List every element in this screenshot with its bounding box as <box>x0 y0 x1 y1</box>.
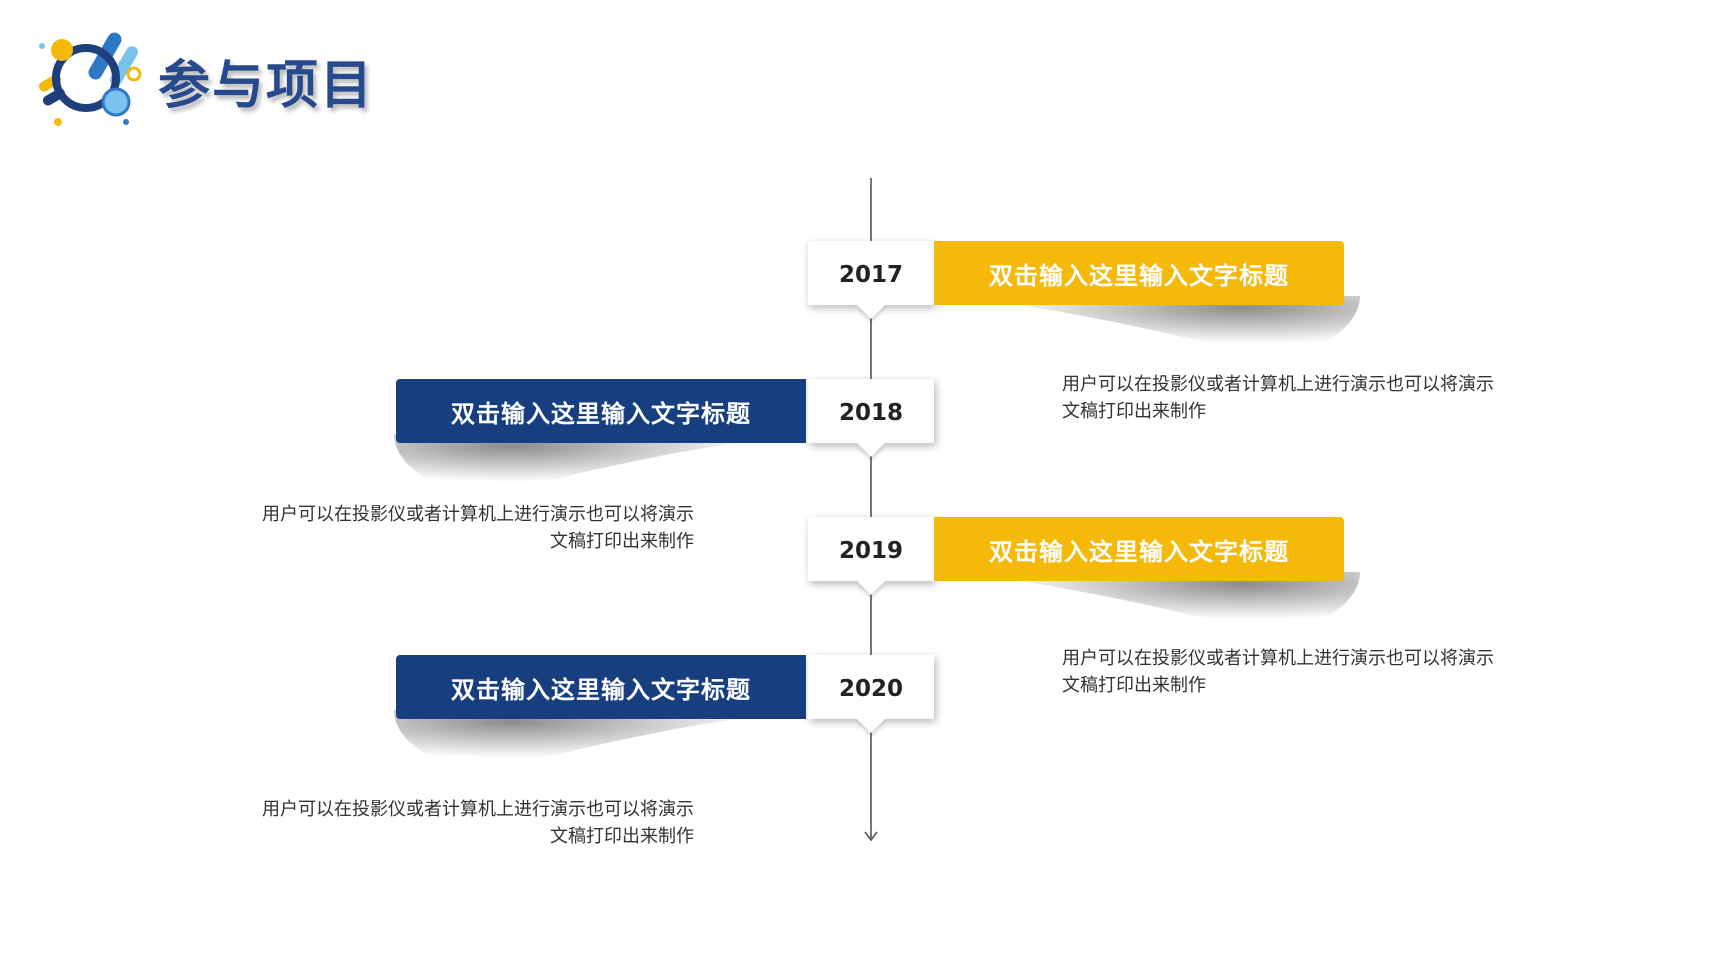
year-marker-2017: 2017 <box>808 241 934 305</box>
description-line: 用户可以在投影仪或者计算机上进行演示也可以将演示 <box>1062 648 1494 669</box>
timeline-description-2018: 用户可以在投影仪或者计算机上进行演示也可以将演示 文稿打印出来制作 <box>254 501 694 555</box>
magnifier-logo-icon <box>38 32 142 126</box>
year-marker-2019: 2019 <box>808 517 934 581</box>
bar-shadow <box>940 572 1360 632</box>
year-marker-2018: 2018 <box>808 379 934 443</box>
timeline-description-2020: 用户可以在投影仪或者计算机上进行演示也可以将演示 文稿打印出来制作 <box>254 796 694 850</box>
timeline-title: 双击输入这里输入文字标题 <box>989 261 1289 290</box>
arrow-down-icon <box>864 831 878 842</box>
timeline-description-2019: 用户可以在投影仪或者计算机上进行演示也可以将演示 文稿打印出来制作 <box>1062 645 1502 699</box>
bar-shadow <box>394 434 814 494</box>
timeline-title-bar-2019[interactable]: 双击输入这里输入文字标题 <box>934 517 1344 581</box>
timeline-title: 双击输入这里输入文字标题 <box>451 399 751 428</box>
bar-shadow <box>940 296 1360 356</box>
timeline-axis <box>870 178 872 838</box>
description-line: 用户可以在投影仪或者计算机上进行演示也可以将演示 <box>262 504 694 525</box>
timeline-title-bar-2017[interactable]: 双击输入这里输入文字标题 <box>934 241 1344 305</box>
year-marker-2020: 2020 <box>808 655 934 719</box>
description-line: 用户可以在投影仪或者计算机上进行演示也可以将演示 <box>1062 374 1494 395</box>
year-label: 2017 <box>838 262 903 288</box>
timeline-title-bar-2020[interactable]: 双击输入这里输入文字标题 <box>396 655 806 719</box>
description-line: 文稿打印出来制作 <box>1062 675 1206 696</box>
timeline-title: 双击输入这里输入文字标题 <box>451 675 751 704</box>
bar-shadow <box>394 710 814 770</box>
description-line: 文稿打印出来制作 <box>550 531 694 552</box>
description-line: 用户可以在投影仪或者计算机上进行演示也可以将演示 <box>262 799 694 820</box>
page-title: 参与项目 <box>158 56 375 116</box>
timeline-title-bar-2018[interactable]: 双击输入这里输入文字标题 <box>396 379 806 443</box>
timeline-description-2017: 用户可以在投影仪或者计算机上进行演示也可以将演示 文稿打印出来制作 <box>1062 371 1502 425</box>
year-label: 2019 <box>838 538 903 564</box>
description-line: 文稿打印出来制作 <box>1062 401 1206 422</box>
year-label: 2018 <box>838 400 903 426</box>
timeline-title: 双击输入这里输入文字标题 <box>989 537 1289 566</box>
year-label: 2020 <box>838 676 903 702</box>
description-line: 文稿打印出来制作 <box>550 826 694 847</box>
